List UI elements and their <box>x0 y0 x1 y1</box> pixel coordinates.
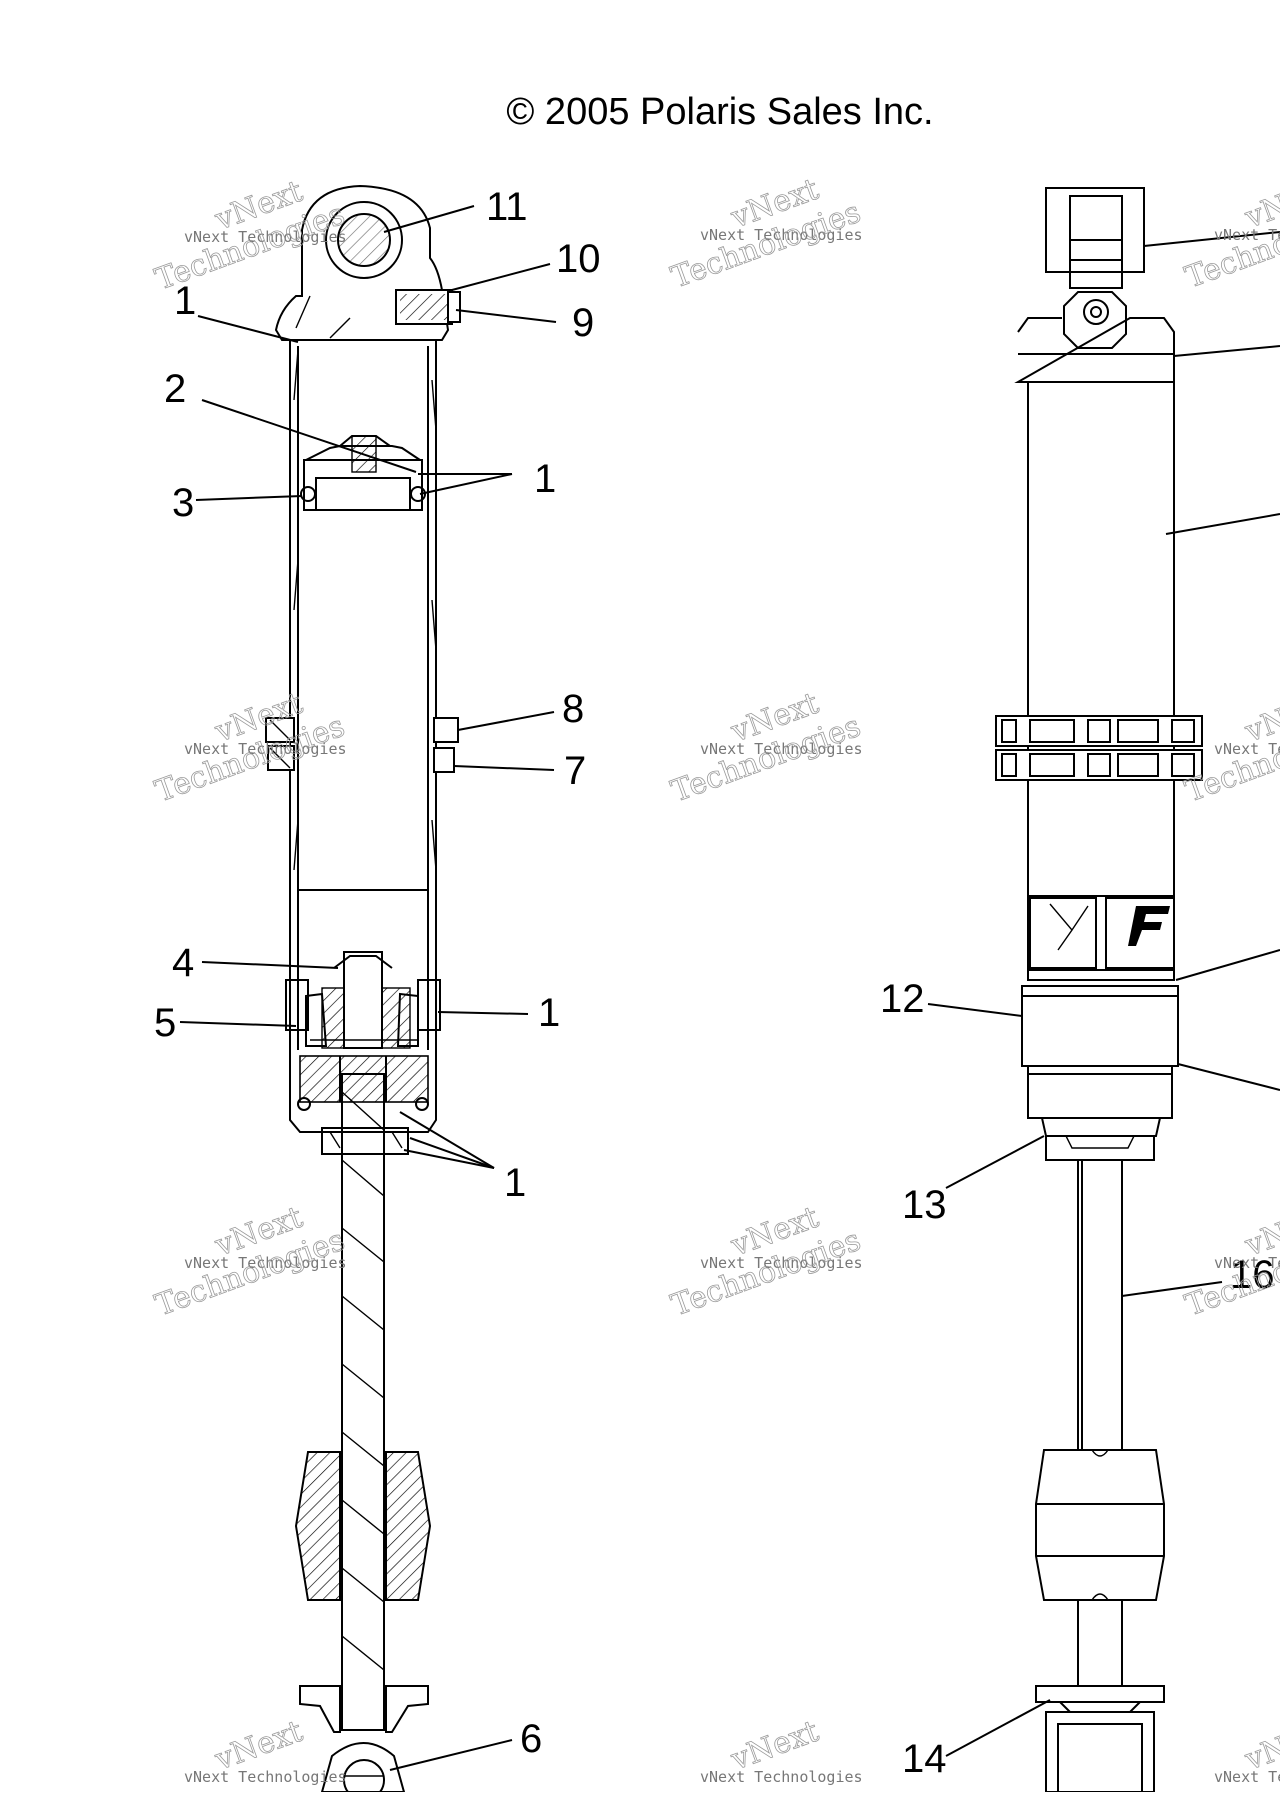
svg-text:vNext Technologies: vNext Technologies <box>1214 740 1280 758</box>
callout-10: 10 <box>556 237 601 281</box>
spring-adjuster-rings <box>995 715 1203 781</box>
bottom-out-bumper <box>294 1451 432 1601</box>
bottom-cup <box>299 1685 429 1797</box>
svg-text:vNext Technologies: vNext Technologies <box>1214 1254 1280 1272</box>
exterior-shock <box>995 187 1203 1793</box>
svg-text:vNext Technologies: vNext Technologies <box>184 740 347 758</box>
body-tube <box>1027 381 1175 981</box>
callout-6: 6 <box>520 1717 542 1761</box>
callout-12: 12 <box>880 977 925 1021</box>
callout-3: 3 <box>172 481 194 525</box>
svg-text:vNext Technologies: vNext Technologies <box>700 740 863 758</box>
callout-2: 2 <box>164 367 186 411</box>
callout-9: 9 <box>572 301 594 345</box>
svg-text:vNext Technologies: vNext Technologies <box>700 1254 863 1272</box>
callout-7: 7 <box>564 749 586 793</box>
fox-logo-label <box>1027 895 1175 971</box>
watermark: vNext vNext Technologies <box>700 1713 863 1786</box>
watermark: vNext vNext Technologies Technologies <box>1180 685 1280 809</box>
watermark: vNext vNext Technologies <box>1214 1713 1280 1786</box>
watermark: vNext vNext Technologies Technologies <box>150 1199 349 1323</box>
watermark: vNext vNext Technologies Technologies <box>150 173 349 297</box>
copyright-text: © 2005 Polaris Sales Inc. <box>506 91 933 133</box>
svg-text:vNext Technologies: vNext Technologies <box>184 228 347 246</box>
callout-1: 1 <box>534 457 556 501</box>
svg-text:vNext Technologies: vNext Technologies <box>184 1254 347 1272</box>
exterior-shaft <box>1077 1159 1123 1451</box>
watermark: vNext vNext Technologies Technologies <box>666 1199 865 1323</box>
callout-8: 8 <box>562 687 584 731</box>
svg-text:vNext Technologies: vNext Technologies <box>700 226 863 244</box>
callout-11: 11 <box>486 185 528 229</box>
watermark: vNext vNext Technologies Technologies <box>1180 171 1280 295</box>
exterior-lower <box>1035 1599 1165 1793</box>
callout-13: 13 <box>902 1183 947 1227</box>
svg-text:vNext Technologies: vNext Technologies <box>700 1768 863 1786</box>
top-mount <box>1045 187 1145 349</box>
shaft <box>341 1073 385 1731</box>
callout-14: 14 <box>902 1737 947 1781</box>
callout-1: 1 <box>504 1161 526 1205</box>
eyelet-bore <box>325 201 403 279</box>
cutaway-shock <box>265 184 461 1797</box>
svg-text:vNext Technologies: vNext Technologies <box>1214 1768 1280 1786</box>
callout-1: 1 <box>538 991 560 1035</box>
watermark: vNext vNext Technologies Technologies <box>1180 1199 1280 1323</box>
leader-lines <box>179 205 1280 1771</box>
reservoir-cap <box>1014 317 1175 383</box>
callout-16: 16 <box>1230 1253 1275 1297</box>
svg-text:vNext Technologies: vNext Technologies <box>184 1768 347 1786</box>
callout-labels: 11 10 9 1 2 1 3 8 7 4 5 1 1 6 12 13 16 1… <box>154 185 1275 1781</box>
watermark: vNext vNext Technologies <box>184 1713 347 1786</box>
watermark: vNext vNext Technologies Technologies <box>666 171 865 295</box>
callout-1: 1 <box>174 279 196 323</box>
top-eyelet-mount <box>274 184 461 341</box>
watermark: vNext vNext Technologies Technologies <box>666 685 865 809</box>
svg-text:vNext Technologies: vNext Technologies <box>1214 226 1280 244</box>
reservoir-collar <box>1021 985 1179 1161</box>
preload-rings <box>265 717 459 773</box>
watermark: vNext vNext Technologies Technologies <box>150 685 349 809</box>
callout-5: 5 <box>154 1001 176 1045</box>
shock-body <box>289 340 437 1133</box>
floating-piston <box>300 435 426 511</box>
exterior-bumper <box>1035 1449 1165 1601</box>
seal-head <box>285 951 441 1155</box>
callout-4: 4 <box>172 941 194 985</box>
